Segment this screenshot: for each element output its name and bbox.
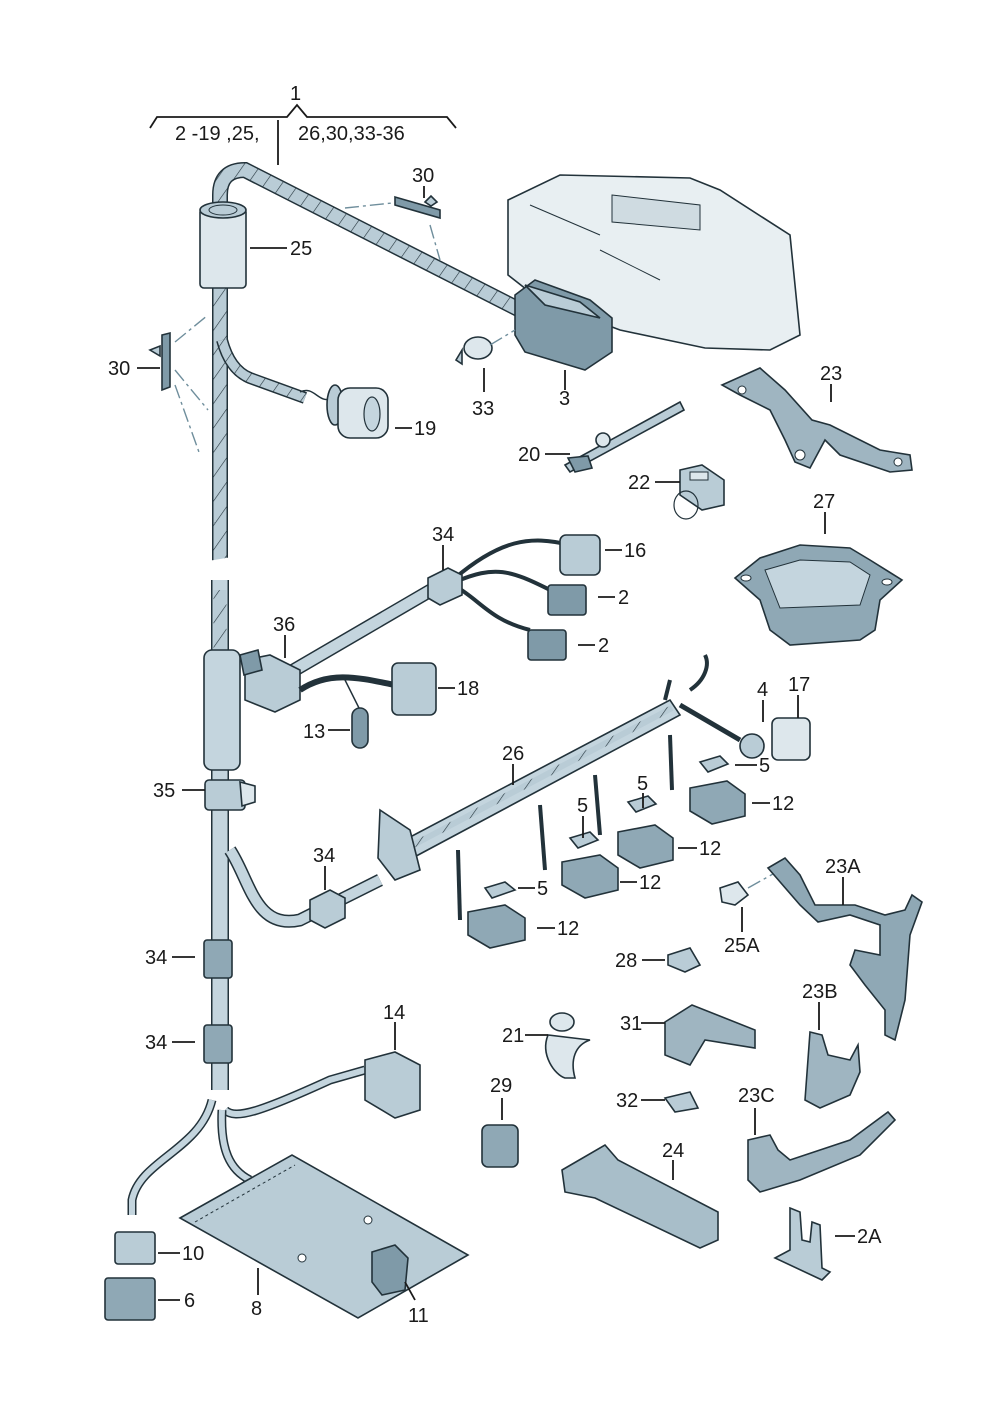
callout-20: 20 (518, 444, 540, 466)
callout-21: 21 (502, 1025, 524, 1047)
title-group-right: 26,30,33-36 (298, 123, 405, 145)
title-group-left: 2 -19 ,25, (175, 123, 260, 145)
callout-25A: 25A (724, 935, 760, 957)
callout-5: 5 (637, 773, 648, 795)
part-25-sleeve (199, 201, 247, 289)
callout-2: 2 (598, 635, 609, 657)
callout-12: 12 (772, 793, 794, 815)
callout-36: 36 (273, 614, 295, 636)
callout-33: 33 (472, 398, 494, 420)
callout-23A: 23A (825, 856, 861, 878)
callout-17: 17 (788, 674, 810, 696)
title-bracket: 1 2 -19 ,25, 26,30,33-36 (149, 83, 457, 165)
bracket-23 (720, 367, 913, 473)
callout-24: 24 (662, 1140, 684, 1162)
callout-14: 14 (383, 1002, 405, 1024)
cable-tie-20 (563, 400, 686, 474)
clip-29 (481, 1124, 519, 1168)
clamp-33 (454, 329, 516, 366)
part-30-clip-left (148, 314, 209, 456)
callout-28: 28 (615, 950, 637, 972)
callout-5: 5 (759, 755, 770, 777)
callout-2A: 2A (857, 1226, 882, 1248)
callout-22: 22 (628, 472, 650, 494)
callout-30: 30 (108, 358, 130, 380)
callout-23B: 23B (802, 981, 838, 1003)
title-number: 1 (290, 83, 301, 105)
clip-25A (719, 869, 781, 906)
callout-3: 3 (559, 388, 570, 410)
callout-5: 5 (537, 878, 548, 900)
clamp-35 (204, 779, 256, 811)
callout-29: 29 (490, 1075, 512, 1097)
callout-23C: 23C (738, 1085, 775, 1107)
part-30-clip-top (344, 194, 441, 261)
callout-leader-11 (404, 1281, 416, 1301)
sub-harness-26-rail (377, 654, 811, 949)
bracket-23C (747, 1110, 897, 1193)
callout-11: 11 (408, 1305, 429, 1327)
callout-32: 32 (616, 1090, 638, 1112)
callout-31: 31 (620, 1013, 642, 1035)
bracket-23A (766, 856, 923, 1042)
callout-6: 6 (184, 1290, 195, 1312)
callout-18: 18 (457, 678, 479, 700)
callout-16: 16 (624, 540, 646, 562)
clip-28 (667, 947, 702, 973)
clip-32 (663, 1091, 700, 1113)
callout-10: 10 (182, 1243, 204, 1265)
connector-19 (299, 384, 389, 439)
callout-25: 25 (290, 238, 312, 260)
connector-3 (514, 279, 613, 371)
callout-26: 26 (502, 743, 524, 765)
bracket-31 (664, 1004, 756, 1066)
callout-12: 12 (557, 918, 579, 940)
clamp-21 (545, 1012, 591, 1079)
callout-23: 23 (820, 363, 842, 385)
callout-27: 27 (813, 491, 835, 513)
housing-27 (733, 544, 904, 646)
callout-13: 13 (303, 721, 325, 743)
bracket-23B (804, 1030, 861, 1109)
callout-34: 34 (313, 845, 335, 867)
callout-19: 19 (414, 418, 436, 440)
bracket-2A (773, 1206, 832, 1281)
sub-harness-upper (203, 534, 601, 771)
callout-35: 35 (153, 780, 175, 802)
callout-34: 34 (145, 1032, 167, 1054)
callout-5: 5 (577, 795, 588, 817)
callout-12: 12 (699, 838, 721, 860)
sub-harness-lower (104, 846, 421, 1321)
callout-8: 8 (251, 1298, 262, 1320)
callout-2: 2 (618, 587, 629, 609)
callout-4: 4 (757, 679, 768, 701)
mat-8 (178, 1154, 470, 1319)
tray-24 (561, 1143, 719, 1249)
clip-22 (673, 464, 725, 520)
callout-34: 34 (145, 947, 167, 969)
callout-34: 34 (432, 524, 454, 546)
callout-30: 30 (412, 165, 434, 187)
callout-12: 12 (639, 872, 661, 894)
